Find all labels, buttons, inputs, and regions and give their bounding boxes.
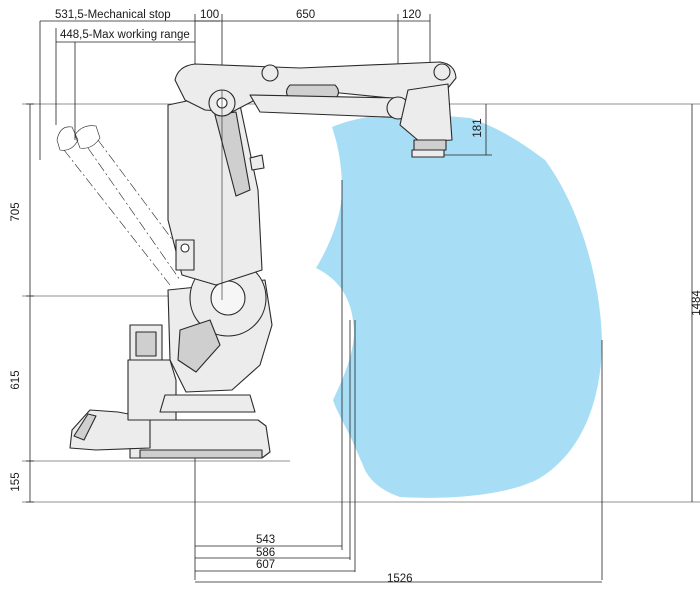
working-envelope [316, 113, 602, 498]
dim-543-label: 543 [256, 534, 275, 546]
dim-120-label: 120 [402, 9, 421, 21]
ghost-arm-outline [56, 125, 181, 286]
dim-586-label: 586 [256, 547, 275, 559]
mechanical-stop-label: 531,5-Mechanical stop [55, 9, 171, 21]
dim-181-label: 181 [472, 118, 484, 137]
dim-100-label: 100 [200, 9, 219, 21]
dim-1526-label: 1526 [387, 573, 413, 585]
dim-615-label: 615 [10, 370, 22, 389]
dim-650-label: 650 [296, 9, 315, 21]
dim-607-label: 607 [256, 559, 275, 571]
dim-705-label: 705 [10, 202, 22, 221]
max-working-range-label: 448,5-Max working range [60, 29, 190, 41]
dim-1484-label: 1484 [691, 290, 700, 316]
robot-arm-drawing [69, 61, 457, 459]
dim-155-label: 155 [10, 472, 22, 491]
